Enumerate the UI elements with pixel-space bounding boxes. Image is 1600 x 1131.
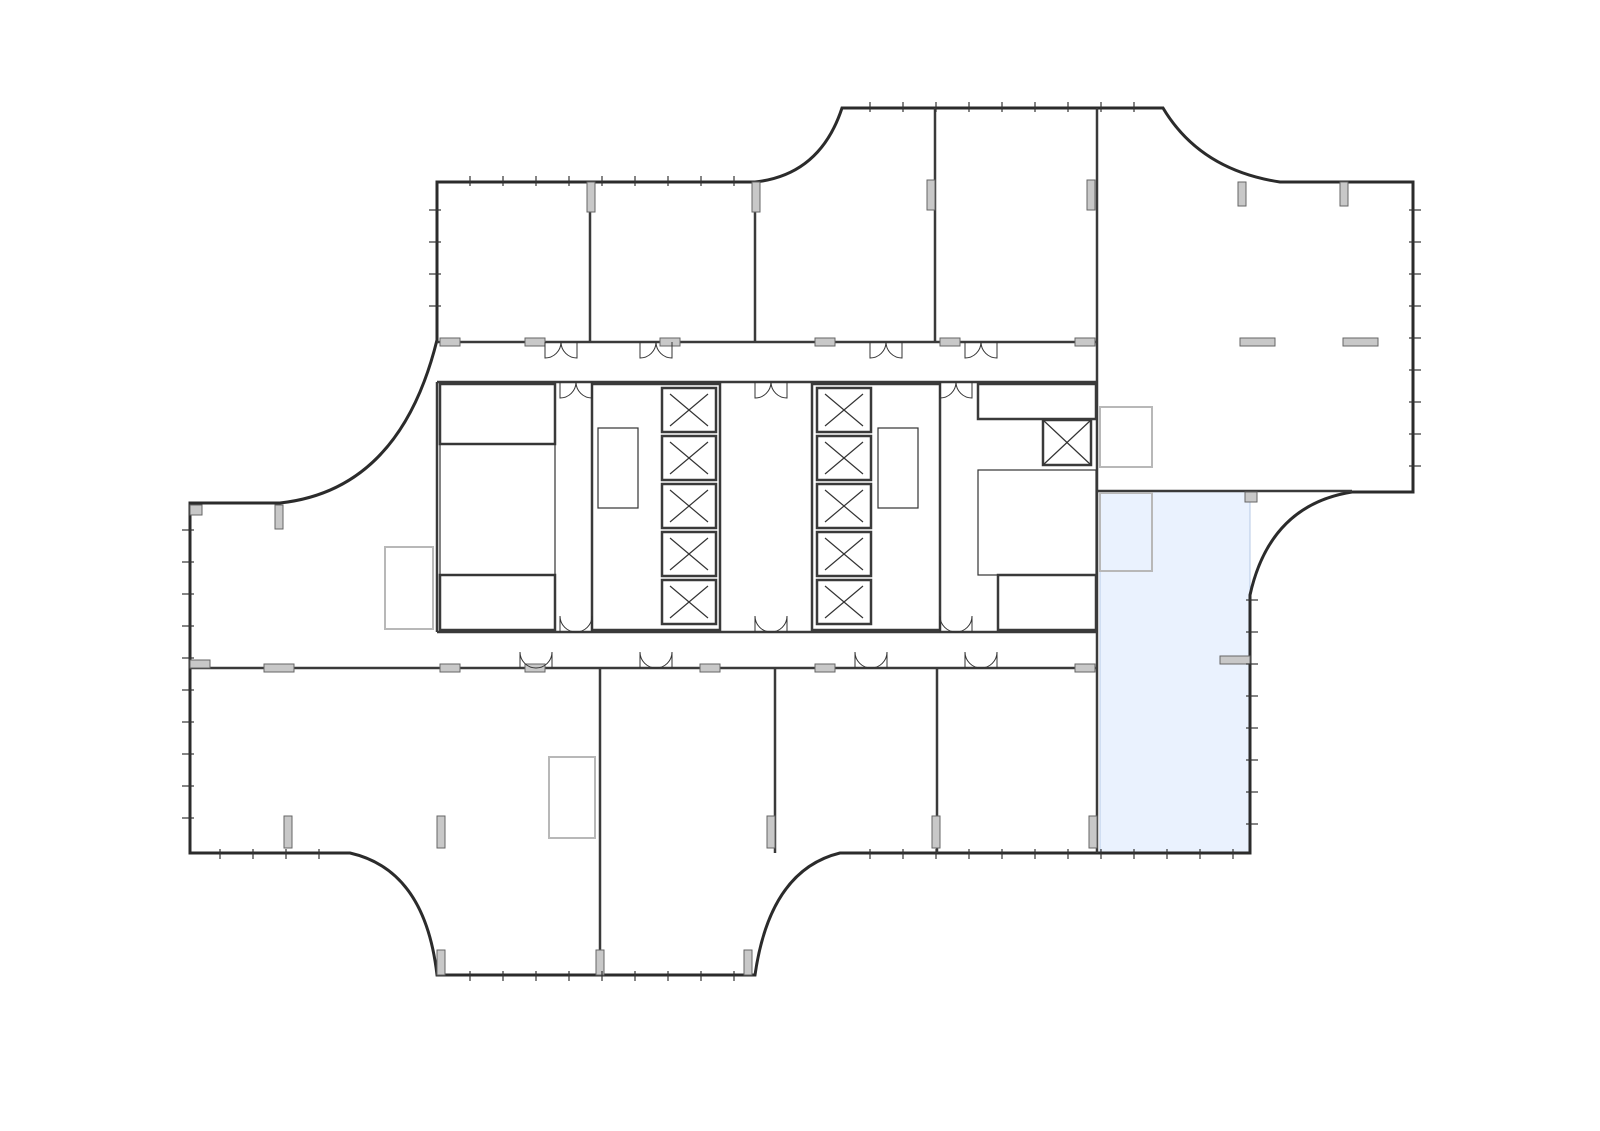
door-swing bbox=[519, 651, 537, 669]
door-swing bbox=[754, 615, 772, 633]
column bbox=[436, 815, 446, 849]
column bbox=[1074, 337, 1096, 347]
elevator-cross-icon bbox=[824, 537, 864, 571]
door-swing bbox=[955, 615, 973, 633]
door-swing bbox=[754, 381, 772, 399]
window-mullions bbox=[182, 102, 1421, 981]
column bbox=[751, 181, 761, 213]
exterior-wall bbox=[188, 106, 1415, 977]
door-swing bbox=[964, 341, 982, 359]
column bbox=[595, 949, 605, 976]
door-swing bbox=[980, 651, 998, 669]
column bbox=[283, 815, 293, 849]
elevator-shaft bbox=[815, 578, 873, 626]
elevator-cross-icon bbox=[669, 537, 709, 571]
door-swing bbox=[655, 341, 673, 359]
elevator-shaft bbox=[815, 482, 873, 530]
column bbox=[1074, 663, 1096, 673]
elevator-shaft bbox=[660, 482, 718, 530]
restroom-fixtures bbox=[384, 406, 1153, 839]
door-swing bbox=[639, 341, 657, 359]
door-swing bbox=[854, 651, 872, 669]
elevator-cross-icon bbox=[669, 393, 709, 427]
elevator-cross-icon bbox=[824, 585, 864, 619]
door-swing bbox=[544, 341, 562, 359]
door-swing bbox=[939, 615, 957, 633]
door-swing bbox=[575, 381, 593, 399]
elevator-shaft bbox=[815, 434, 873, 482]
door-swing bbox=[770, 615, 788, 633]
column bbox=[1086, 179, 1096, 211]
door-swing bbox=[869, 341, 887, 359]
elevator-cross-icon bbox=[824, 441, 864, 475]
column bbox=[926, 179, 936, 211]
elevator-shaft bbox=[660, 530, 718, 578]
column bbox=[1237, 181, 1247, 207]
elevator-shaft bbox=[815, 530, 873, 578]
core bbox=[438, 382, 1098, 632]
elevator-shaft bbox=[815, 386, 873, 434]
door-swing bbox=[575, 615, 593, 633]
column bbox=[743, 949, 753, 976]
column bbox=[1342, 337, 1379, 347]
column bbox=[189, 659, 211, 669]
column bbox=[1219, 655, 1251, 665]
door-swing bbox=[655, 651, 673, 669]
column bbox=[439, 337, 461, 347]
column bbox=[439, 663, 461, 673]
elevator-shaft bbox=[660, 578, 718, 626]
column bbox=[436, 949, 446, 976]
door-swing bbox=[559, 615, 577, 633]
elevator-shaft bbox=[660, 386, 718, 434]
corridor-walls bbox=[190, 108, 1352, 853]
column bbox=[814, 337, 836, 347]
door-swing bbox=[980, 341, 998, 359]
column bbox=[524, 337, 546, 347]
door-swing bbox=[639, 651, 657, 669]
elevator-cross-icon bbox=[824, 489, 864, 523]
door-swing bbox=[870, 651, 888, 669]
column bbox=[939, 337, 961, 347]
column bbox=[189, 504, 203, 516]
highlighted-unit[interactable] bbox=[1099, 490, 1251, 854]
elevator-cross-icon bbox=[669, 489, 709, 523]
door-swing bbox=[560, 341, 578, 359]
door-swing bbox=[964, 651, 982, 669]
elevator-banks bbox=[660, 386, 873, 626]
column bbox=[1239, 337, 1276, 347]
door-swing bbox=[939, 381, 957, 399]
elevator-shaft bbox=[660, 434, 718, 482]
column bbox=[1088, 815, 1098, 849]
column bbox=[1244, 491, 1258, 503]
door-swing bbox=[885, 341, 903, 359]
column bbox=[699, 663, 721, 673]
column bbox=[263, 663, 295, 673]
doors bbox=[519, 341, 998, 669]
column bbox=[274, 504, 284, 530]
door-swing bbox=[770, 381, 788, 399]
door-swing bbox=[559, 381, 577, 399]
column bbox=[659, 337, 681, 347]
elevator-cross-icon bbox=[669, 441, 709, 475]
column bbox=[814, 663, 836, 673]
elevator-cross-icon bbox=[824, 393, 864, 427]
door-swing bbox=[955, 381, 973, 399]
column bbox=[586, 181, 596, 213]
elevator-cross-icon bbox=[669, 585, 709, 619]
column bbox=[766, 815, 776, 849]
column bbox=[931, 815, 941, 849]
room-partitions bbox=[588, 108, 939, 975]
column bbox=[1339, 181, 1349, 207]
door-swing bbox=[535, 651, 553, 669]
